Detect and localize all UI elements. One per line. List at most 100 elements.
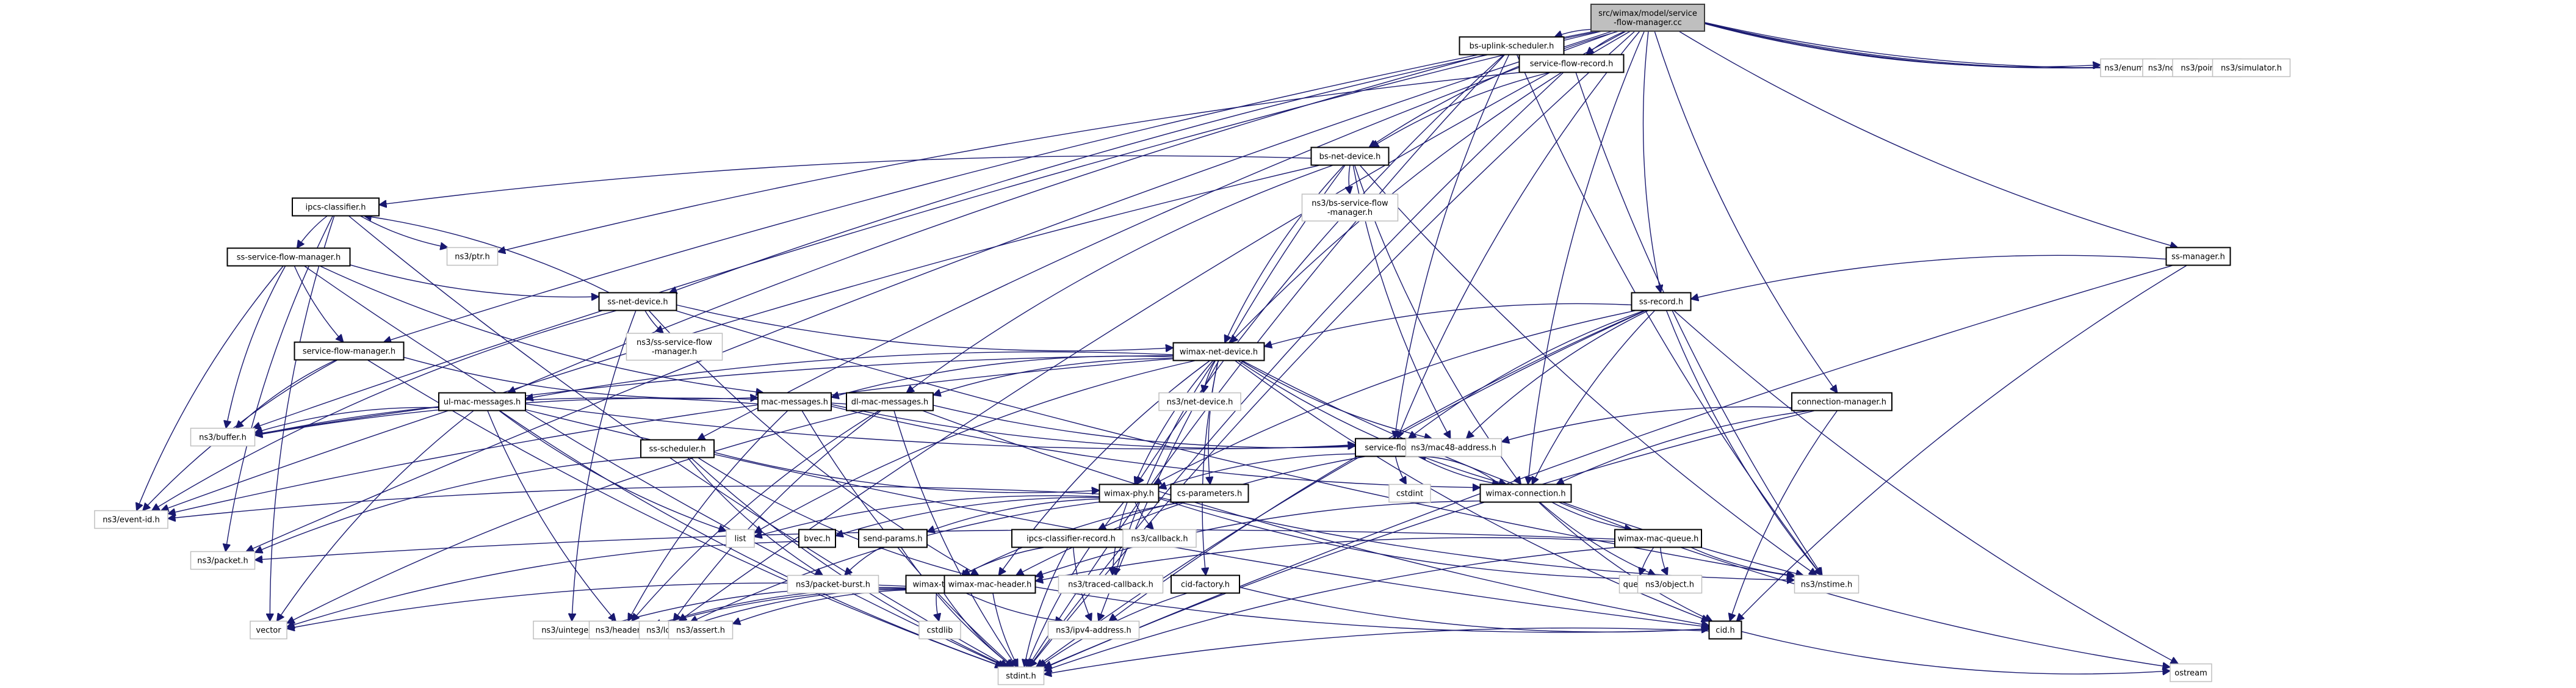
node-box[interactable] [1637,574,1703,594]
node-box[interactable] [997,666,1045,686]
node-ipcs-classifier[interactable]: ipcs-classifier.h [292,197,380,217]
node-box[interactable] [1631,292,1692,311]
node-ns3-ss-service-flow-manager[interactable]: ns3/ss-service-flow-manager.h [626,333,723,361]
node-cstdint[interactable]: cstdint [1388,483,1431,503]
node-box[interactable] [846,392,934,411]
node-vector[interactable]: vector [250,620,287,640]
node-box[interactable] [1405,438,1503,457]
node-ss-net-device[interactable]: ss-net-device.h [598,292,677,311]
node-box[interactable] [1301,194,1399,222]
node-ns3-assert[interactable]: ns3/assert.h [668,620,734,640]
node-ipcs-classifier-record[interactable]: ipcs-classifier-record.h [1011,529,1131,548]
node-ns3-simulator[interactable]: ns3/simulator.h [2212,58,2291,78]
node-box[interactable] [787,574,879,594]
node-box[interactable] [1171,574,1240,594]
node-box[interactable] [918,620,961,640]
node-box[interactable] [2170,663,2212,683]
node-root[interactable]: src/wimax/model/service-flow-manager.cc [1590,4,1705,32]
node-ss-service-flow-manager[interactable]: ss-service-flow-manager.h [226,247,351,267]
node-ns3-traced-callback[interactable]: ns3/traced-callback.h [1058,574,1164,594]
node-box[interactable] [943,574,1036,594]
node-box[interactable] [757,392,832,411]
node-box[interactable] [626,333,723,361]
node-box[interactable] [1614,529,1702,548]
node-box[interactable] [1794,574,1860,594]
node-box[interactable] [250,620,287,640]
node-ns3-bs-service-flow-manager[interactable]: ns3/bs-service-flow-manager.h [1301,194,1399,222]
node-box[interactable] [446,247,499,266]
node-ns3-nstime[interactable]: ns3/nstime.h [1794,574,1860,594]
node-bvec[interactable]: bvec.h [798,529,836,548]
node-ns3-object[interactable]: ns3/object.h [1637,574,1703,594]
node-ns3-packet-burst[interactable]: ns3/packet-burst.h [787,574,879,594]
node-wimax-connection[interactable]: wimax-connection.h [1479,483,1572,503]
node-bs-net-device[interactable]: bs-net-device.h [1310,147,1390,166]
node-ns3-ptr[interactable]: ns3/ptr.h [446,247,499,266]
node-box[interactable] [1170,483,1249,503]
node-ns3-mac48-address[interactable]: ns3/mac48-address.h [1405,438,1503,457]
node-mac-messages[interactable]: mac-messages.h [757,392,832,411]
node-cid-factory[interactable]: cid-factory.h [1171,574,1240,594]
node-label: ostream [2174,669,2207,678]
node-box[interactable] [1058,574,1164,594]
node-box[interactable] [1518,54,1625,73]
node-service-flow-record[interactable]: service-flow-record.h [1518,54,1625,73]
node-wimax-mac-header[interactable]: wimax-mac-header.h [943,574,1036,594]
edge-root-to-ss-scheduler [698,31,1618,440]
node-box[interactable] [438,392,526,411]
node-connection-manager[interactable]: connection-manager.h [1791,392,1892,411]
node-box[interactable] [1388,483,1431,503]
node-box[interactable] [1158,392,1241,411]
node-cid[interactable]: cid.h [1708,620,1742,640]
node-box[interactable] [798,529,836,548]
node-list[interactable]: list [726,529,755,548]
node-send-params[interactable]: send-params.h [858,529,928,548]
node-box[interactable] [858,529,928,548]
node-box[interactable] [226,247,351,267]
node-ostream[interactable]: ostream [2170,663,2212,683]
node-dl-mac-messages[interactable]: dl-mac-messages.h [846,392,934,411]
node-label: cid.h [1716,626,1734,635]
node-box[interactable] [1479,483,1572,503]
node-box[interactable] [1310,147,1390,166]
node-box[interactable] [2165,247,2231,266]
node-stdint[interactable]: stdint.h [997,666,1045,686]
node-box[interactable] [1590,4,1705,32]
node-box[interactable] [190,551,256,570]
node-ss-scheduler[interactable]: ss-scheduler.h [640,439,715,458]
node-box[interactable] [1459,36,1565,56]
node-box[interactable] [2212,58,2291,78]
node-wimax-mac-queue[interactable]: wimax-mac-queue.h [1614,529,1702,548]
node-ns3-event-id[interactable]: ns3/event-id.h [94,510,168,529]
node-box[interactable] [94,510,168,529]
node-ul-mac-messages[interactable]: ul-mac-messages.h [438,392,526,411]
node-box[interactable] [668,620,734,640]
node-box[interactable] [1708,620,1742,640]
edge-root-to-service-flow-manager [384,31,1596,342]
node-ss-manager[interactable]: ss-manager.h [2165,247,2231,266]
node-box[interactable] [1122,529,1197,548]
node-ns3-packet[interactable]: ns3/packet.h [190,551,256,570]
node-box[interactable] [640,439,715,458]
node-cs-parameters[interactable]: cs-parameters.h [1170,483,1249,503]
node-bs-uplink-scheduler[interactable]: bs-uplink-scheduler.h [1459,36,1565,56]
node-box[interactable] [1172,342,1265,361]
node-box[interactable] [598,292,677,311]
edge-ss-net-device-to-ipcs-classifier [364,216,610,294]
node-service-flow-manager[interactable]: service-flow-manager.h [294,341,405,361]
node-box[interactable] [292,197,380,217]
node-ns3-net-device[interactable]: ns3/net-device.h [1158,392,1241,411]
node-ss-record[interactable]: ss-record.h [1631,292,1692,311]
node-wimax-net-device[interactable]: wimax-net-device.h [1172,342,1265,361]
node-box[interactable] [1099,483,1160,503]
node-box[interactable] [726,529,755,548]
node-wimax-phy[interactable]: wimax-phy.h [1099,483,1160,503]
node-cstdlib[interactable]: cstdlib [918,620,961,640]
node-box[interactable] [294,341,405,361]
node-box[interactable] [190,427,256,447]
node-ns3-callback[interactable]: ns3/callback.h [1122,529,1197,548]
node-box[interactable] [1047,620,1140,640]
node-ns3-ipv4-address[interactable]: ns3/ipv4-address.h [1047,620,1140,640]
node-box[interactable] [1791,392,1892,411]
node-ns3-buffer[interactable]: ns3/buffer.h [190,427,256,447]
